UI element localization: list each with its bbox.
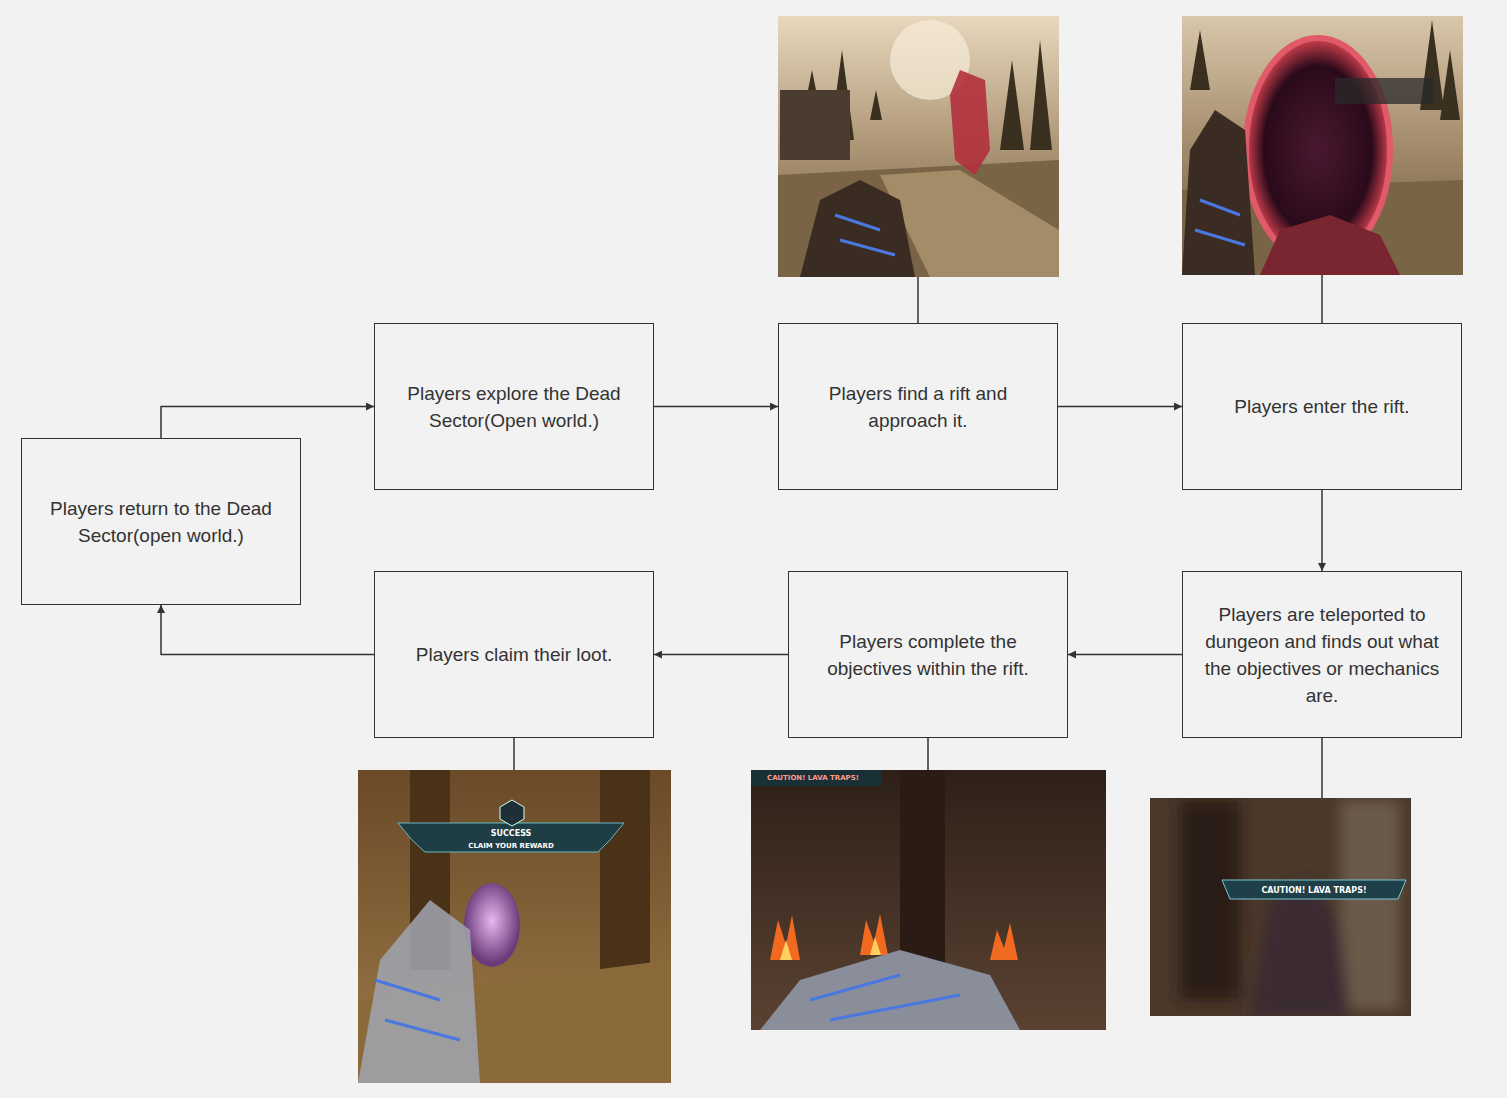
flow-arrow bbox=[161, 605, 374, 655]
rift-field-screenshot-part bbox=[800, 180, 915, 277]
loot-screenshot-part bbox=[464, 883, 520, 967]
box-text: Players find a rift and approach it. bbox=[791, 380, 1045, 434]
screenshot-caption: CAUTION! LAVA TRAPS! bbox=[1261, 885, 1366, 894]
rift-field-screenshot-part bbox=[778, 16, 1059, 277]
rift-field-screenshot-part bbox=[950, 70, 990, 175]
box-text: Players explore the Dead Sector(Open wor… bbox=[387, 380, 641, 434]
process-box: Players are teleported to dungeon and fi… bbox=[1182, 571, 1462, 738]
box-text: Players complete the objectives within t… bbox=[801, 628, 1055, 682]
rift-portal-screenshot-part bbox=[1182, 16, 1463, 275]
rift-field-screenshot-part bbox=[778, 160, 1059, 277]
mechanics-screenshot bbox=[1150, 798, 1411, 1016]
mechanics-screenshot-part bbox=[1180, 800, 1240, 1000]
box-text: Players return to the Dead Sector(open w… bbox=[34, 495, 288, 549]
loot-screenshot bbox=[358, 770, 671, 1083]
loot-screenshot-part bbox=[600, 770, 650, 990]
loot-screenshot-part bbox=[358, 770, 671, 1083]
rift-field-screenshot-part bbox=[780, 90, 850, 160]
loot-screenshot-part bbox=[358, 900, 480, 1083]
mechanics-screenshot-part bbox=[1340, 800, 1400, 1010]
leader-lines-part bbox=[917, 277, 919, 323]
screenshot-caption: CAUTION! LAVA TRAPS! bbox=[767, 774, 859, 782]
leader-lines-part bbox=[927, 738, 929, 770]
process-box: Players enter the rift. bbox=[1182, 323, 1462, 490]
objectives-screenshot-part bbox=[751, 770, 1106, 1030]
mechanics-screenshot-part bbox=[1222, 880, 1406, 899]
flow-arrow bbox=[1058, 406, 1182, 408]
box-text: Players are teleported to dungeon and fi… bbox=[1195, 601, 1449, 709]
loot-screenshot-part bbox=[500, 800, 524, 826]
rift-portal-screenshot-part bbox=[1182, 110, 1255, 275]
rift-field-screenshot bbox=[778, 16, 1059, 277]
rift-field-screenshot-part bbox=[835, 215, 895, 255]
process-box: Players return to the Dead Sector(open w… bbox=[21, 438, 301, 605]
flow-arrow bbox=[1068, 654, 1182, 656]
objectives-screenshot-part bbox=[760, 950, 1020, 1030]
leader-lines-part bbox=[513, 738, 515, 770]
leader-lines-part bbox=[1321, 738, 1323, 798]
loot-screenshot-part bbox=[375, 980, 460, 1040]
process-box: Players complete the objectives within t… bbox=[788, 571, 1068, 738]
flow-arrow bbox=[161, 407, 374, 439]
mechanics-screenshot-part bbox=[1180, 800, 1400, 1016]
flow-arrow bbox=[654, 406, 778, 408]
rift-portal-screenshot-part bbox=[1335, 78, 1433, 104]
process-box: Players claim their loot. bbox=[374, 571, 654, 738]
rift-portal-screenshot-part bbox=[1195, 200, 1245, 245]
leader-lines-part bbox=[1321, 275, 1323, 323]
objectives-screenshot-part bbox=[780, 937, 881, 960]
mechanics-screenshot-part bbox=[1250, 880, 1350, 1016]
flow-arrow bbox=[654, 654, 788, 656]
screenshot-caption: SUCCESS bbox=[491, 829, 532, 838]
objectives-screenshot-part bbox=[810, 975, 960, 1020]
objectives-screenshot bbox=[751, 770, 1106, 1030]
loot-screenshot-part bbox=[398, 823, 624, 852]
process-box: Players find a rift and approach it. bbox=[778, 323, 1058, 490]
rift-portal-screenshot-part bbox=[1260, 215, 1400, 275]
box-text: Players claim their loot. bbox=[416, 641, 612, 668]
screenshot-caption: CLAIM YOUR REWARD bbox=[468, 842, 554, 850]
box-text: Players enter the rift. bbox=[1234, 393, 1409, 420]
objectives-screenshot-part bbox=[900, 770, 945, 970]
process-box: Players explore the Dead Sector(Open wor… bbox=[374, 323, 654, 490]
objectives-screenshot-part bbox=[751, 770, 881, 786]
flow-arrow bbox=[1321, 490, 1323, 571]
rift-portal-screenshot bbox=[1182, 16, 1463, 275]
mechanics-screenshot-part bbox=[1150, 798, 1411, 1016]
